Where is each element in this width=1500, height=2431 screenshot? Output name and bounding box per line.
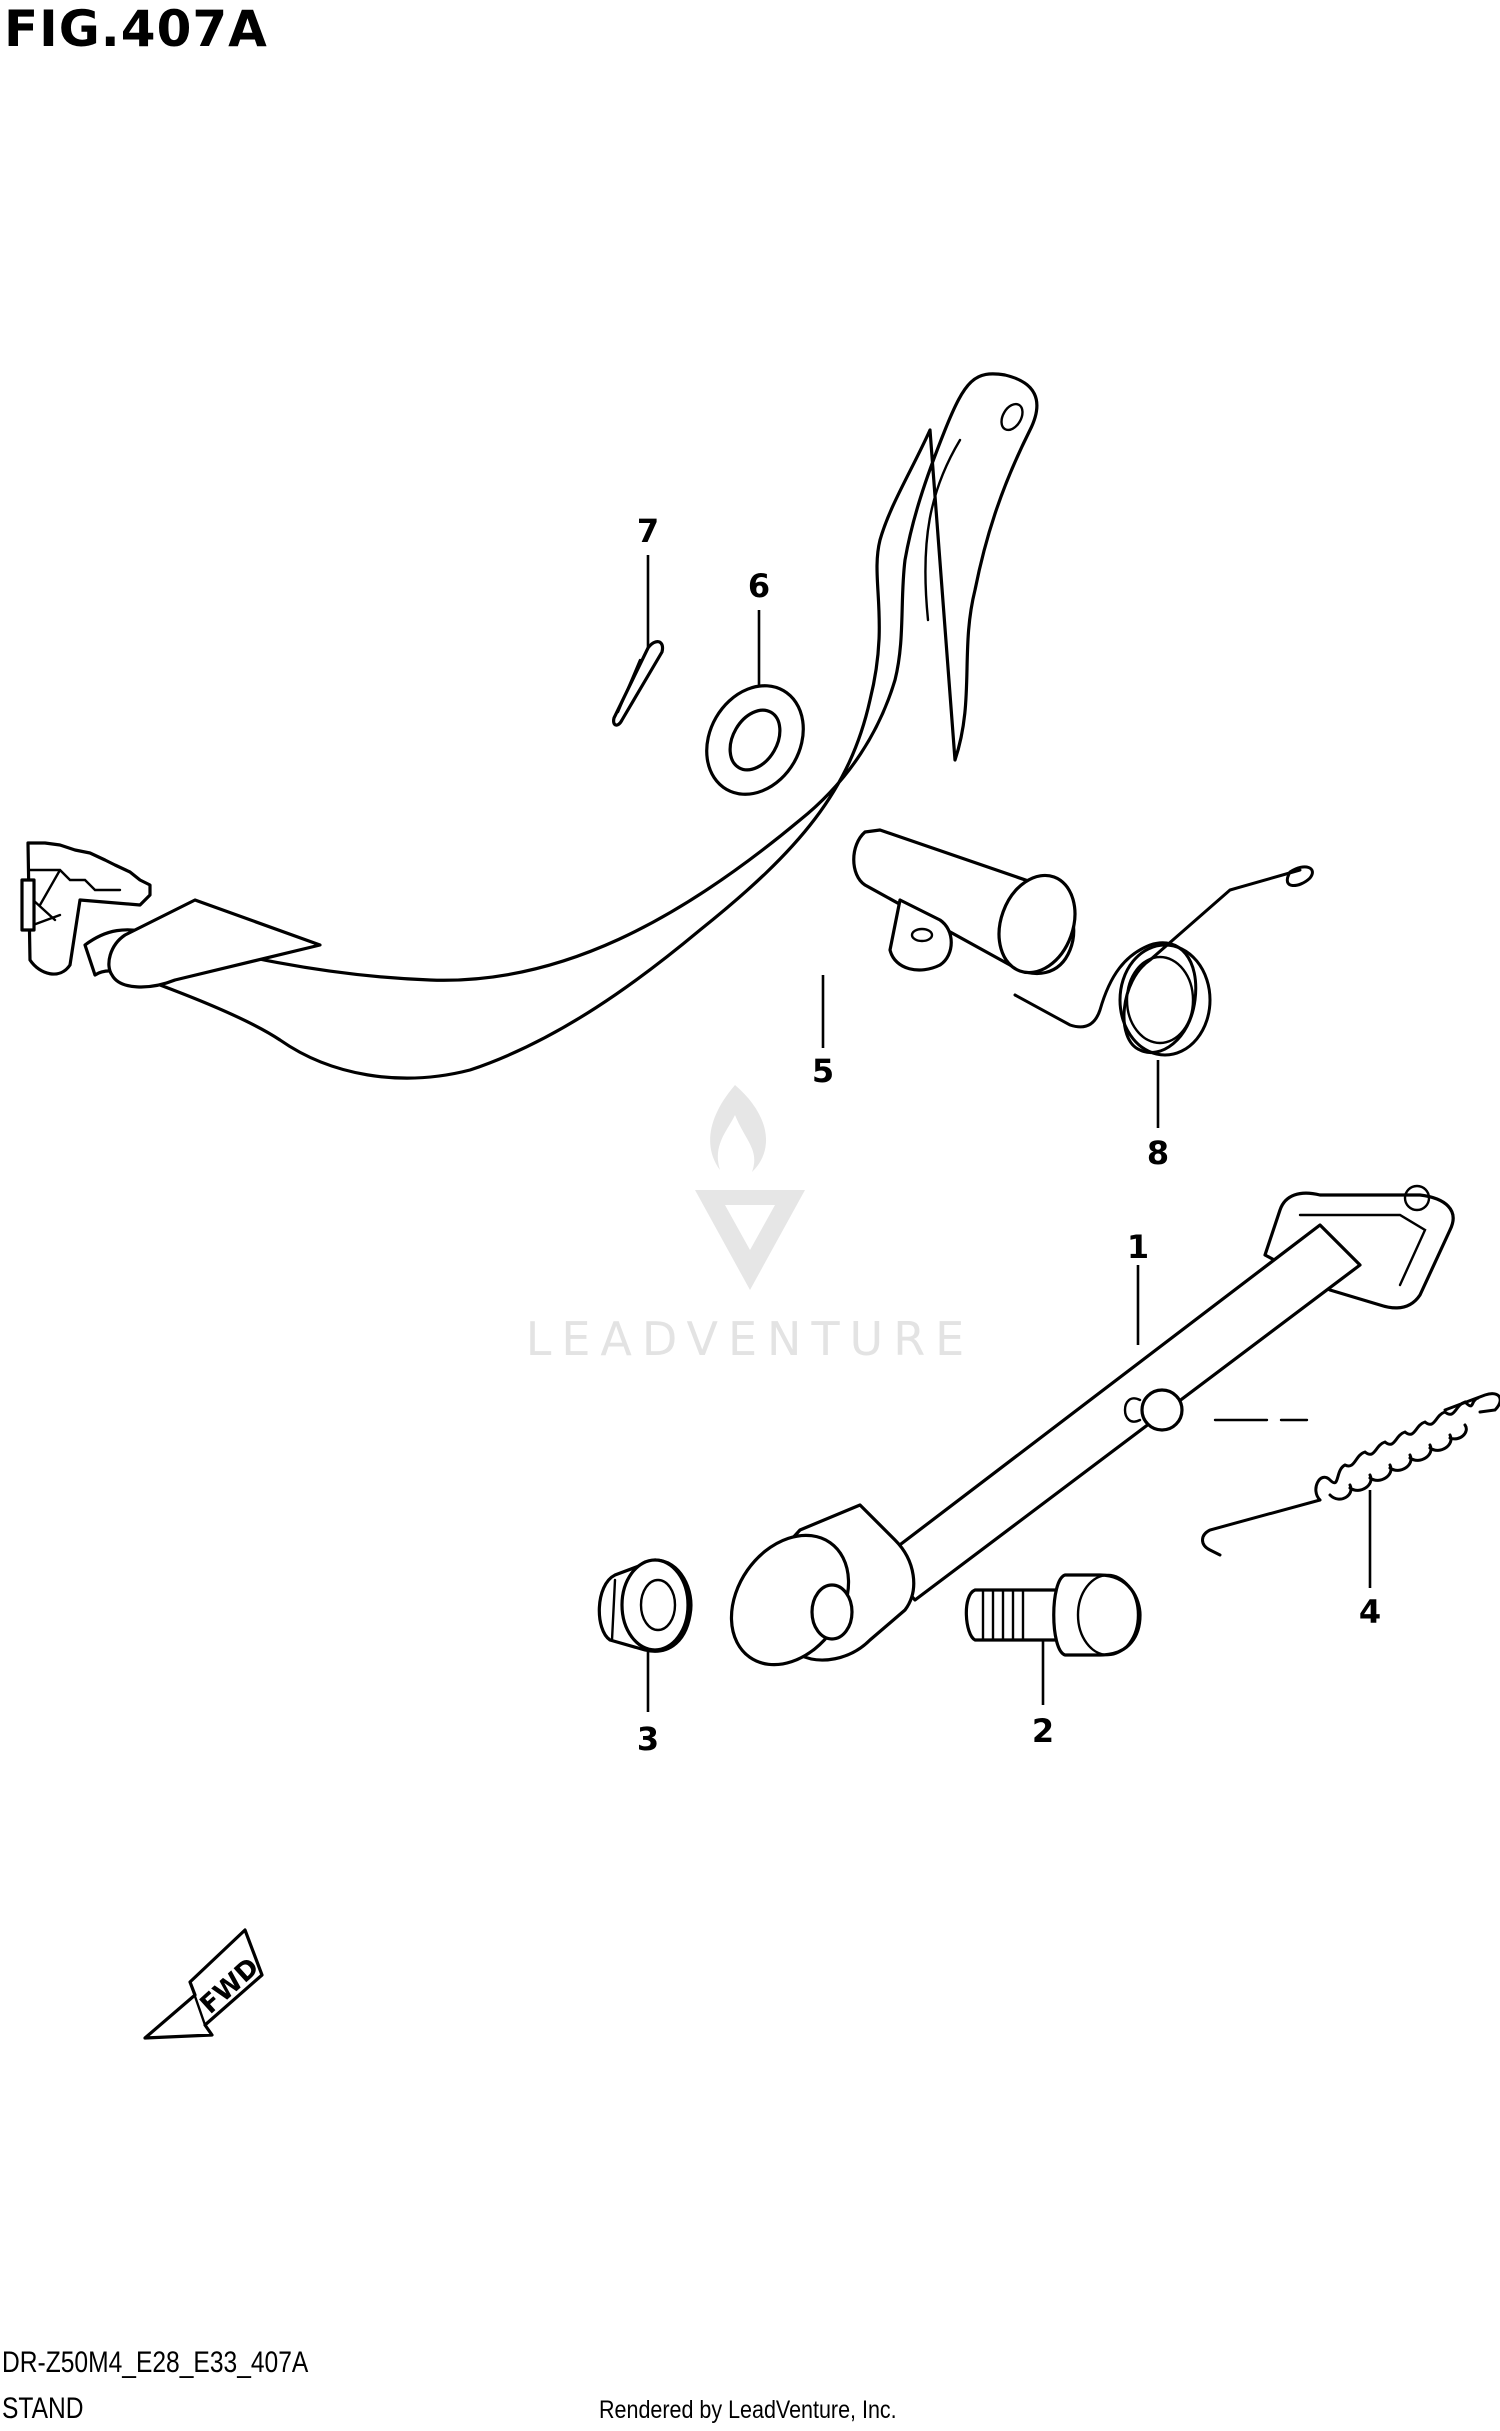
- callout-1: 1: [1127, 1228, 1149, 1266]
- callout-2: 2: [1032, 1712, 1054, 1750]
- callout-6: 6: [748, 567, 770, 605]
- pedal-return-spring: [1013, 865, 1314, 1057]
- callout-labels: 1 2 3 4 5 6 7 8: [637, 512, 1381, 1758]
- pedal-washer: [705, 684, 805, 796]
- stand-spring: [1201, 1392, 1500, 1557]
- watermark-text: LEADVENTURE: [526, 1312, 975, 1366]
- leadventure-flame-logo: [695, 1085, 805, 1290]
- callout-4: 4: [1359, 1593, 1381, 1631]
- rendered-by-credit: Rendered by LeadVenture, Inc.: [599, 2396, 897, 2424]
- callout-8: 8: [1147, 1134, 1169, 1172]
- cotter-pin: [612, 640, 665, 727]
- callout-5: 5: [812, 1052, 834, 1090]
- stand-bolt: [964, 1573, 1142, 1657]
- callout-3: 3: [637, 1720, 659, 1758]
- leader-lines: [646, 555, 1372, 1712]
- brake-pedal: [20, 372, 1077, 1080]
- figure-title: FIG.407A: [4, 0, 268, 58]
- stand-nut: [597, 1558, 693, 1653]
- section-name: STAND: [2, 2392, 84, 2425]
- fwd-direction-marker: FWD: [143, 1928, 265, 2040]
- model-code: DR-Z50M4_E28_E33_407A: [2, 2346, 309, 2379]
- watermark: LEADVENTURE: [526, 1085, 975, 1366]
- side-stand: [729, 1184, 1455, 1667]
- callout-7: 7: [637, 512, 659, 550]
